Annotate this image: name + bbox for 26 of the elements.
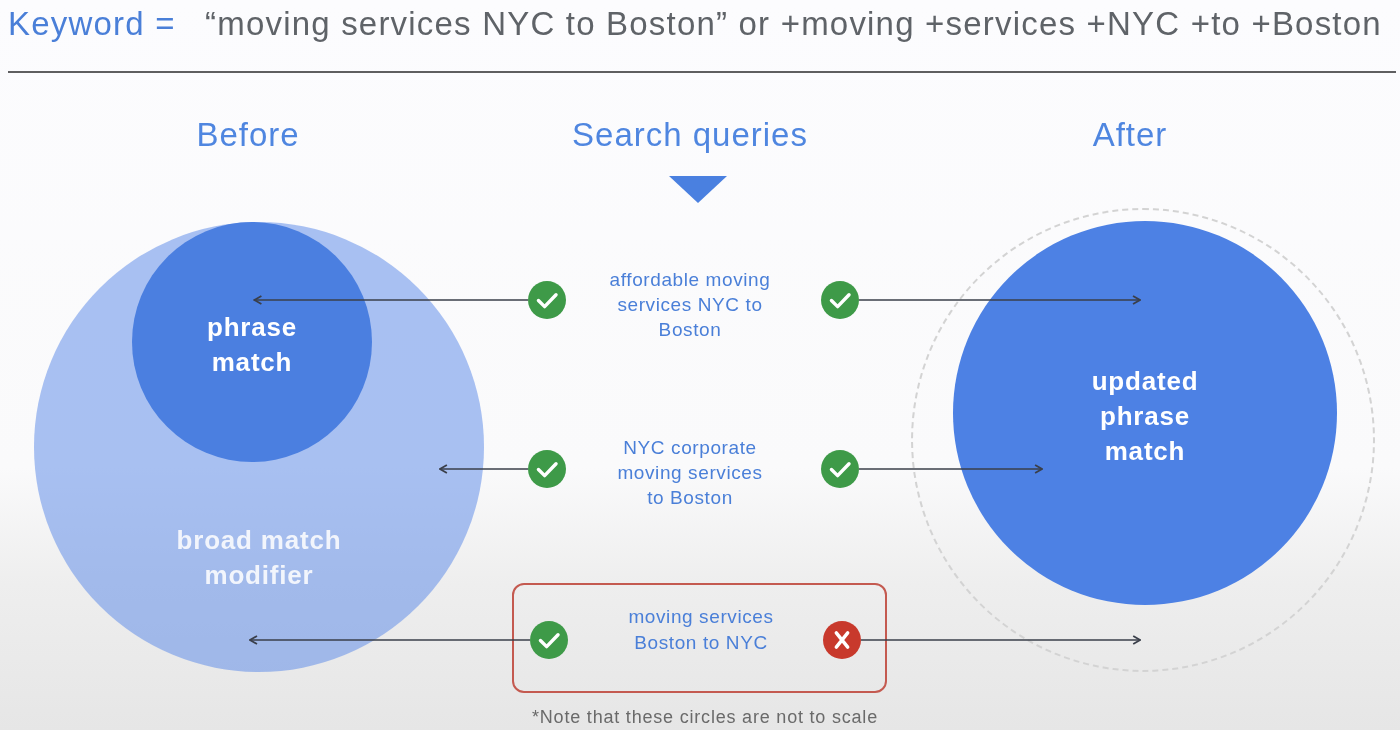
footnote: *Note that these circles are not to scale — [531, 706, 879, 729]
arrow — [858, 464, 1043, 474]
check-icon — [530, 621, 568, 659]
search-query: affordable moving services NYC to Boston — [608, 268, 772, 342]
arrow — [860, 635, 1142, 645]
search-query: moving services Boston to NYC — [627, 605, 775, 655]
check-icon — [528, 281, 566, 319]
highlight-frame — [512, 583, 887, 693]
check-icon — [821, 281, 859, 319]
keyword-text: “moving services NYC to Boston” or +moving +services +NYC +to +Boston — [205, 4, 1382, 44]
arrow — [439, 464, 529, 474]
dashed-circle-outline — [911, 208, 1375, 672]
circle-label: updated phrase match — [1090, 365, 1200, 468]
search-query: NYC corporate moving services to Boston — [616, 436, 764, 510]
check-icon — [528, 450, 566, 488]
arrow — [858, 295, 1141, 305]
column-heading: After — [1091, 115, 1169, 155]
column-heading: Search queries — [571, 115, 809, 155]
cross-icon — [823, 621, 861, 659]
arrow — [253, 295, 529, 305]
keyword-title: Keyword = — [8, 4, 176, 44]
circle-label: phrase match — [205, 311, 299, 379]
column-heading: Before — [195, 115, 301, 155]
circle-label: broad match modifier — [175, 524, 343, 592]
arrow — [249, 635, 531, 645]
check-icon — [821, 450, 859, 488]
